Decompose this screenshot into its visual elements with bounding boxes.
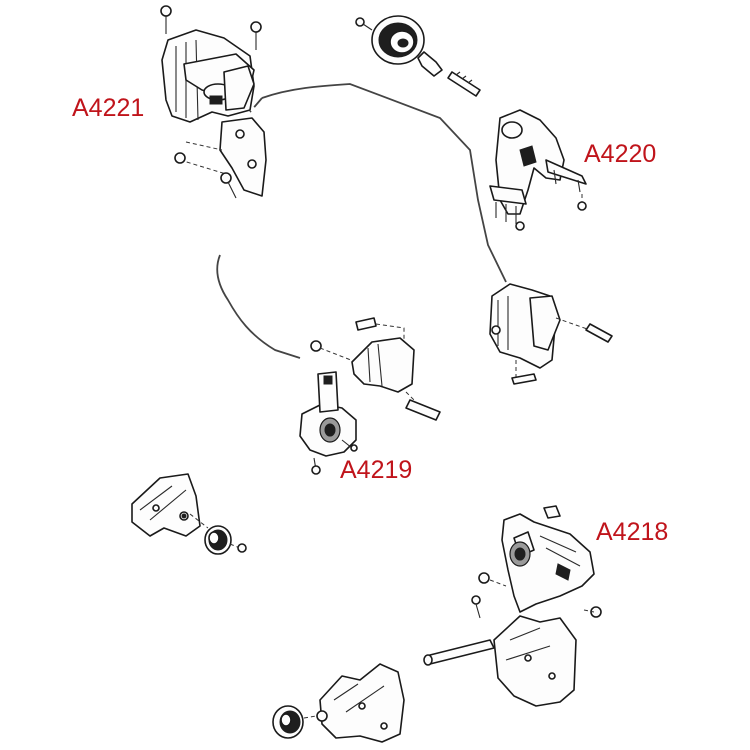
mount-a4219 bbox=[299, 317, 441, 475]
mount-a4218 bbox=[423, 505, 602, 707]
part-label-a4219: A4219 bbox=[340, 456, 413, 484]
engine-outline bbox=[216, 83, 507, 359]
part-label-a4220: A4220 bbox=[584, 140, 657, 168]
bracket-right-middle bbox=[489, 283, 613, 385]
part-label-a4218: A4218 bbox=[596, 518, 669, 546]
mount-a4220 bbox=[489, 109, 587, 231]
mount-a4221 bbox=[160, 5, 267, 199]
pulley-assembly bbox=[355, 15, 481, 97]
bracket-left-lower bbox=[131, 473, 247, 555]
bracket-bottom-left bbox=[272, 663, 405, 743]
part-label-a4221: A4221 bbox=[72, 94, 145, 122]
